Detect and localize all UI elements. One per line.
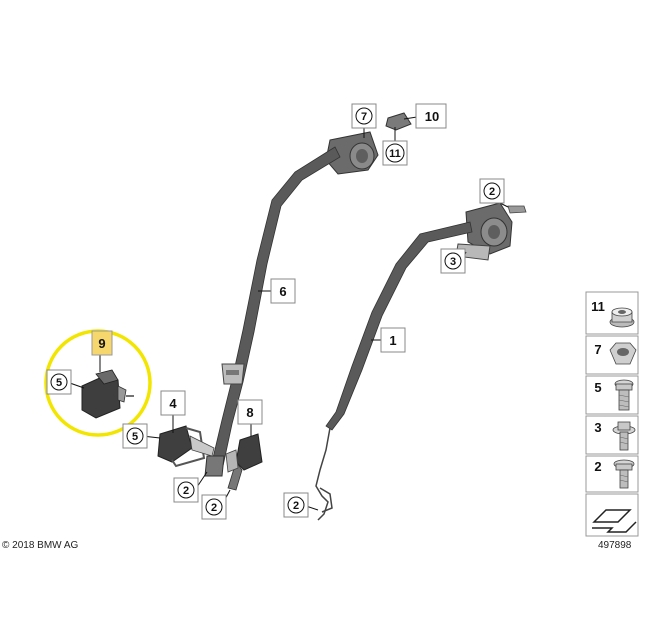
- callout-5-upper: 5: [46, 369, 72, 395]
- belt-1-assembly[interactable]: [315, 202, 527, 521]
- svg-text:6: 6: [279, 284, 286, 299]
- legend-item-5[interactable]: 5: [585, 375, 639, 415]
- svg-text:2: 2: [293, 500, 299, 512]
- callout-3: 3: [440, 248, 466, 274]
- buckle-8[interactable]: [225, 433, 263, 491]
- svg-text:8: 8: [246, 405, 253, 420]
- callout-6: 6: [270, 278, 296, 304]
- image-number: 497898: [598, 540, 632, 551]
- part-10-cover[interactable]: [385, 112, 412, 131]
- svg-text:2: 2: [183, 485, 189, 497]
- callout-7: 7: [351, 103, 377, 129]
- direction-arrow-icon: [585, 493, 639, 537]
- belt-6-assembly[interactable]: [204, 131, 379, 477]
- callout-11: 11: [382, 140, 408, 166]
- callout-2-belt1: 2: [283, 492, 309, 518]
- legend-item-7[interactable]: 7: [585, 335, 639, 375]
- svg-text:3: 3: [594, 420, 601, 435]
- svg-text:5: 5: [132, 431, 138, 443]
- svg-text:2: 2: [211, 502, 217, 514]
- fastener-legend: 11 7 5 3: [585, 291, 639, 537]
- svg-text:9: 9: [98, 336, 105, 351]
- leader-lines: [66, 116, 509, 511]
- svg-text:5: 5: [594, 380, 601, 395]
- legend-item-11[interactable]: 11: [585, 291, 639, 335]
- callout-8: 8: [237, 399, 263, 425]
- svg-text:2: 2: [594, 459, 601, 474]
- svg-text:10: 10: [425, 109, 439, 124]
- copyright-text: © 2018 BMW AG: [2, 540, 79, 551]
- svg-text:7: 7: [361, 111, 367, 123]
- callout-10: 10: [415, 103, 447, 129]
- callout-9-highlighted: 9: [91, 330, 113, 356]
- callout-2-buckle4: 2: [173, 477, 199, 503]
- callout-2-buckle8: 2: [201, 494, 227, 520]
- part-9-highlight[interactable]: [44, 329, 152, 437]
- callout-1: 1: [380, 327, 406, 353]
- legend-item-2[interactable]: 2: [585, 455, 639, 493]
- svg-text:4: 4: [169, 396, 177, 411]
- svg-text:11: 11: [591, 299, 605, 314]
- svg-text:2: 2: [489, 186, 495, 198]
- svg-text:3: 3: [450, 256, 456, 268]
- svg-text:7: 7: [594, 342, 601, 357]
- svg-text:5: 5: [56, 377, 62, 389]
- buckle-4[interactable]: [157, 425, 215, 468]
- callout-2-top: 2: [479, 178, 505, 204]
- callout-4: 4: [160, 390, 186, 416]
- callout-5-lower: 5: [122, 423, 148, 449]
- svg-text:11: 11: [389, 148, 401, 160]
- legend-item-3[interactable]: 3: [585, 415, 639, 455]
- svg-text:1: 1: [389, 333, 396, 348]
